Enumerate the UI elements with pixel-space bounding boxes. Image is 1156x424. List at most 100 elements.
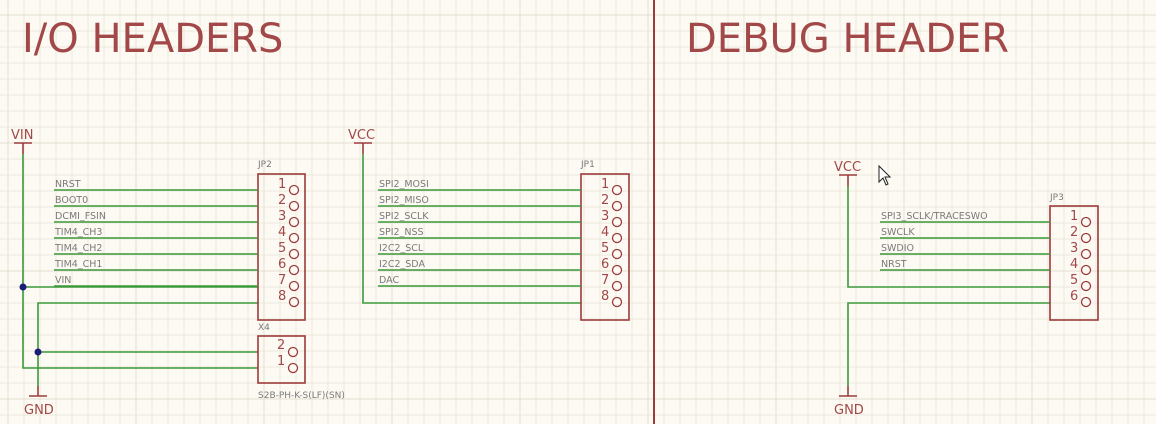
- jp1-pin-4-num: 4: [601, 225, 609, 240]
- jp1-pin-3[interactable]: [611, 216, 623, 228]
- jp2-net-label-7: VIN: [55, 275, 71, 286]
- jp2-pin-2[interactable]: [288, 200, 300, 212]
- jp1-pin-1[interactable]: [611, 184, 623, 196]
- jp2-pin-4[interactable]: [288, 232, 300, 244]
- jp1-net-label-4: SPI2_NSS: [379, 227, 424, 238]
- jp3-net-label-1: SPI3_SCLK/TRACESWO: [881, 211, 988, 222]
- x4-connector[interactable]: X4 2 1 S2B-PH-K-S(LF)(SN): [257, 323, 345, 401]
- jp2-pin-7-num: 7: [278, 273, 286, 288]
- jp3-pin-5-num: 5: [1070, 273, 1078, 288]
- jp2-net-label-4: TIM4_CH3: [54, 227, 102, 238]
- jp1-pin-7[interactable]: [611, 280, 623, 292]
- jp1-pin-8[interactable]: [611, 296, 623, 308]
- x4-pin-1-num: 1: [277, 354, 285, 369]
- jp2-pin-2-num: 2: [278, 193, 286, 208]
- mouse-pointer-icon: [878, 164, 892, 186]
- jp2-pin-5[interactable]: [288, 248, 300, 260]
- jp1-pin-5-num: 5: [601, 241, 609, 256]
- vcc-jp3-wire[interactable]: [847, 186, 1050, 288]
- jp2-net-label-5: TIM4_CH2: [54, 243, 102, 254]
- jp3-pin-3[interactable]: [1080, 248, 1092, 260]
- jp2-pin-5-num: 5: [278, 241, 286, 256]
- x4-ref: X4: [258, 323, 270, 333]
- vin-label: VIN: [11, 128, 33, 143]
- jp1-net-label-2: SPI2_MISO: [379, 195, 429, 206]
- gnd-jp3-wire[interactable]: [847, 302, 1050, 386]
- gnd-rail-wire[interactable]: [37, 302, 258, 386]
- jp1-pin-2[interactable]: [611, 200, 623, 212]
- jp3-pin-4-num: 4: [1070, 257, 1078, 272]
- title-debug-header: DEBUG HEADER: [686, 16, 1009, 62]
- gnd-symbol-left[interactable]: GND: [24, 386, 54, 418]
- jp3-pin-2[interactable]: [1080, 232, 1092, 244]
- x4-pin-2-num: 2: [277, 338, 285, 353]
- junction-vin: [19, 283, 27, 291]
- jp2-net-label-3: DCMI_FSIN: [55, 211, 106, 222]
- jp2-pin-8[interactable]: [288, 296, 300, 308]
- jp1-net-label-7: DAC: [379, 275, 399, 286]
- jp1-ref: JP1: [580, 160, 595, 170]
- jp2-body: [257, 173, 306, 321]
- jp3-body: [1049, 205, 1099, 321]
- jp3-pin-2-num: 2: [1070, 225, 1078, 240]
- jp2-pin-4-num: 4: [278, 225, 286, 240]
- gnd-label-left: GND: [24, 403, 54, 418]
- jp2-net-label-1: NRST: [55, 179, 81, 190]
- vin-rail-wire[interactable]: [22, 154, 258, 369]
- jp3-pin-3-num: 3: [1070, 241, 1078, 256]
- jp1-net-label-1: SPI2_MOSI: [379, 179, 429, 190]
- jp2-pin-1-num: 1: [278, 177, 286, 192]
- jp2-pin-1[interactable]: [288, 184, 300, 196]
- x4-body: [257, 335, 306, 384]
- jp3-pin-1[interactable]: [1080, 216, 1092, 228]
- jp1-pin-4[interactable]: [611, 232, 623, 244]
- jp1-pin-3-num: 3: [601, 209, 609, 224]
- x4-pin-2[interactable]: [287, 346, 299, 358]
- title-io-headers: I/O HEADERS: [22, 16, 283, 62]
- jp3-ref: JP3: [1049, 193, 1064, 203]
- jp3-net-label-2: SWCLK: [881, 227, 915, 238]
- gnd-label-right: GND: [834, 403, 864, 418]
- jp3-pin-1-num: 1: [1070, 209, 1078, 224]
- jp3-pin-6-num: 6: [1070, 289, 1078, 304]
- vcc-jp1-wire[interactable]: [362, 154, 581, 304]
- vcc-label-jp3: VCC: [834, 160, 861, 175]
- jp3-pin-4[interactable]: [1080, 264, 1092, 276]
- jp3-pin-5[interactable]: [1080, 280, 1092, 292]
- vin-power-symbol[interactable]: VIN: [11, 128, 33, 154]
- jp1-pin-2-num: 2: [601, 193, 609, 208]
- jp3-net-label-4: NRST: [881, 259, 907, 270]
- gnd-symbol-right[interactable]: GND: [834, 386, 864, 418]
- jp1-net-label-3: SPI2_SCLK: [379, 211, 429, 222]
- vcc-power-symbol-jp3[interactable]: VCC: [834, 160, 861, 186]
- jp2-pin-3[interactable]: [288, 216, 300, 228]
- jp1-pin-1-num: 1: [601, 177, 609, 192]
- jp2-pin-8-num: 8: [278, 289, 286, 304]
- jp2-ref: JP2: [257, 160, 272, 170]
- jp1-pin-6[interactable]: [611, 264, 623, 276]
- x4-pin-1[interactable]: [287, 362, 299, 374]
- jp2-pin-6[interactable]: [288, 264, 300, 276]
- jp1-body: [580, 173, 630, 321]
- jp2-pin-3-num: 3: [278, 209, 286, 224]
- jp1-net-label-5: I2C2_SCL: [379, 243, 424, 254]
- jp1-pin-6-num: 6: [601, 257, 609, 272]
- vcc-power-symbol-jp1[interactable]: VCC: [348, 128, 375, 154]
- jp1-pin-5[interactable]: [611, 248, 623, 260]
- jp2-net-label-2: BOOT0: [55, 195, 88, 206]
- jp1-pin-8-num: 8: [601, 289, 609, 304]
- jp3-net-label-3: SWDIO: [881, 243, 914, 254]
- x4-value: S2B-PH-K-S(LF)(SN): [258, 391, 345, 401]
- jp2-net-label-6: TIM4_CH1: [54, 259, 102, 270]
- junction-gnd: [34, 348, 42, 356]
- jp3-pin-6[interactable]: [1080, 296, 1092, 308]
- jp2-pin-7[interactable]: [288, 280, 300, 292]
- jp2-pin-6-num: 6: [278, 257, 286, 272]
- vcc-label-jp1: VCC: [348, 128, 375, 143]
- jp1-pin-7-num: 7: [601, 273, 609, 288]
